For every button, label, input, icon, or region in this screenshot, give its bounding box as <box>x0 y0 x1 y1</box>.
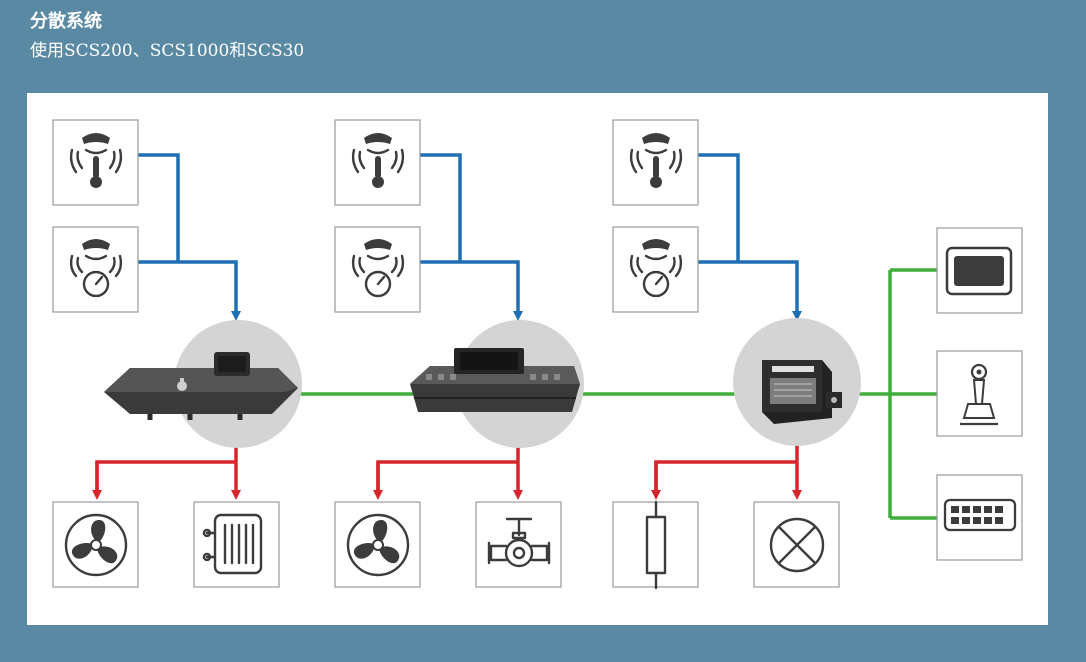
scs1000-device-icon <box>410 348 580 412</box>
actuator-connections <box>92 444 797 495</box>
sensor-connections <box>138 153 797 316</box>
sensor-box-group2-temperature <box>334 119 421 206</box>
sensor-box-group1-pressure <box>52 226 139 313</box>
scs30-device-icon <box>762 360 842 424</box>
actuator-box-fan-2 <box>334 501 421 588</box>
sensor-box-group3-pressure <box>612 226 699 313</box>
keypad-icon <box>943 498 1017 532</box>
controller-scs1000 <box>410 320 584 448</box>
actuator-box-resistor <box>612 500 699 590</box>
page-subtitle: 使用SCS200、SCS1000和SCS30 <box>30 41 305 61</box>
operator-box-keypad <box>936 474 1023 561</box>
operator-box-joystick <box>936 350 1023 437</box>
controller-scs30 <box>733 318 861 446</box>
actuator-box-lamp <box>753 501 840 588</box>
display-icon <box>945 246 1013 296</box>
actuator-box-fan-1 <box>52 501 139 588</box>
actuator-box-heater <box>193 501 280 588</box>
joystick-icon <box>960 363 998 426</box>
sensor-box-group2-pressure <box>334 226 421 313</box>
page-title: 分散系统 <box>30 11 102 32</box>
operator-box-display <box>936 227 1023 314</box>
scs200-device-icon <box>104 352 298 420</box>
sensor-box-group3-temperature <box>612 119 699 206</box>
sensor-box-group1-temperature <box>52 119 139 206</box>
actuator-box-valve <box>475 501 562 588</box>
controller-scs200 <box>104 320 302 448</box>
